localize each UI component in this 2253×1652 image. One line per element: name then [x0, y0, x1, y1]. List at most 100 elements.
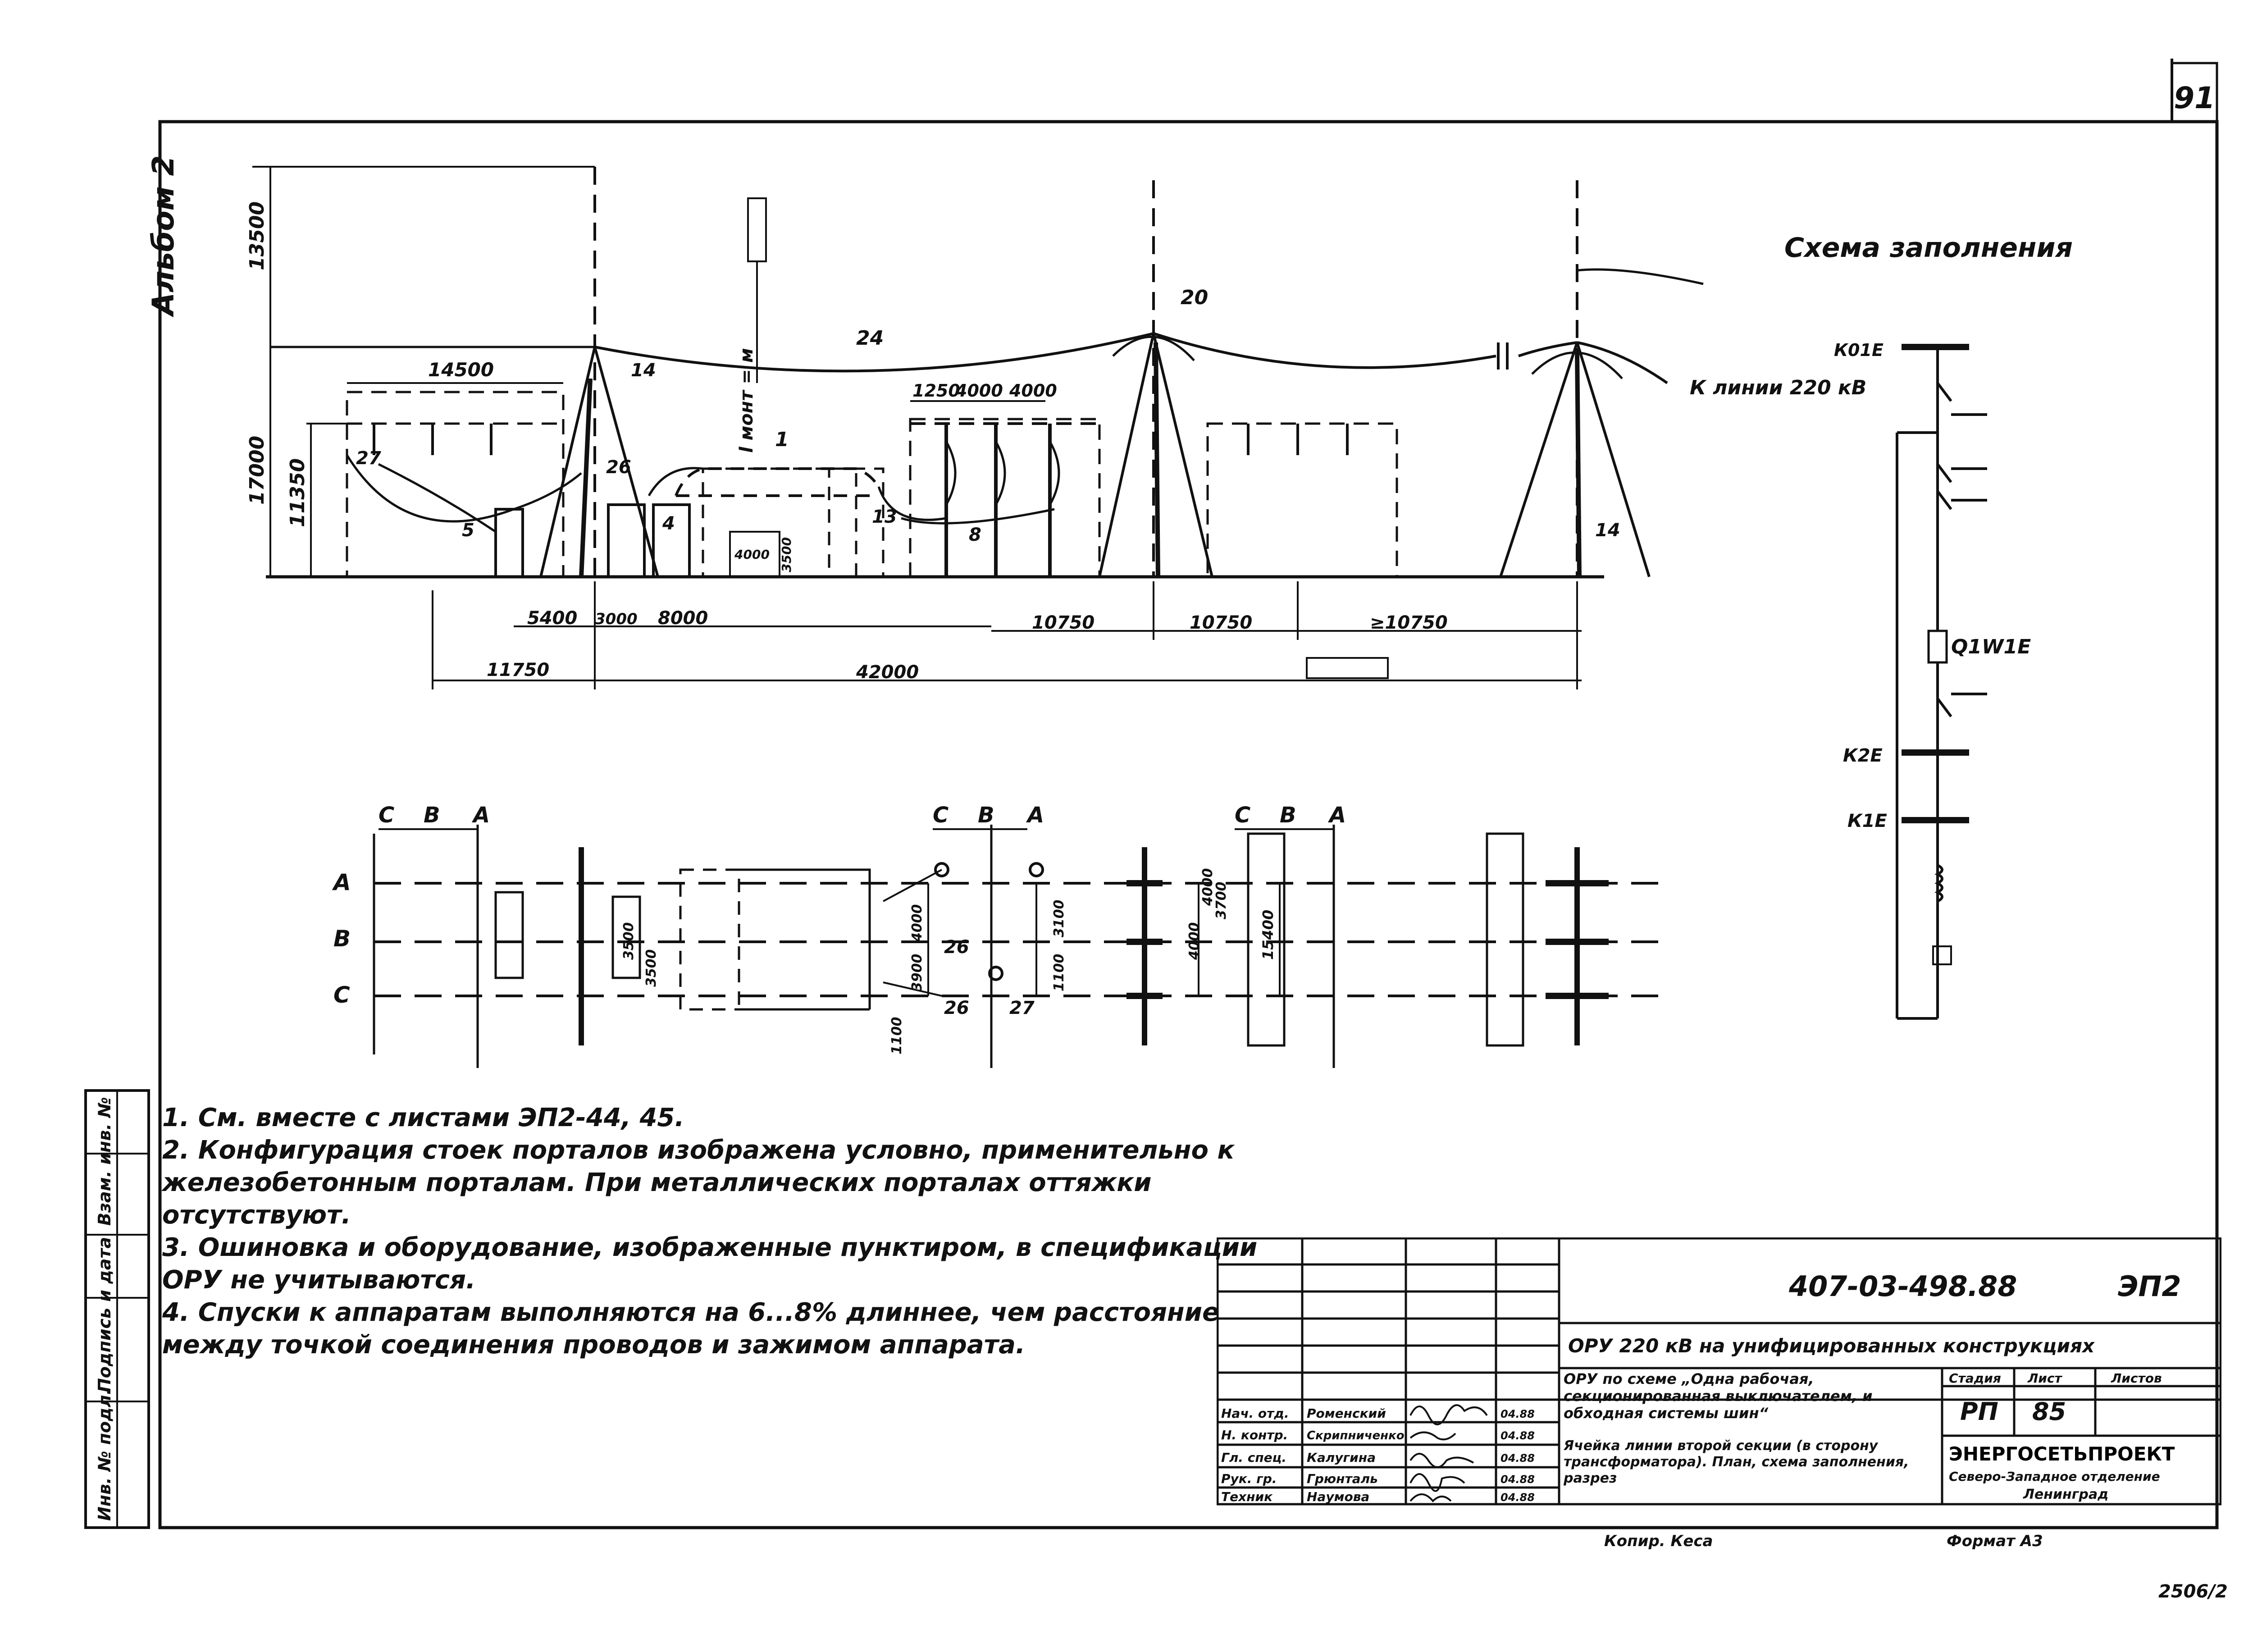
callout-1: 1: [775, 428, 789, 451]
copied-label: Копир. Кеса: [1604, 1532, 1713, 1550]
mount-label: l монт = м: [736, 348, 757, 453]
plan-dim-1: 3500: [643, 949, 659, 987]
plan-view: [373, 825, 1667, 1068]
scheme-label-q1w1e: Q1W1E: [1951, 635, 2031, 658]
callout-14-right: 14: [1595, 520, 1620, 541]
plan-group1-b: В: [424, 803, 440, 828]
dim-11750: 11750: [487, 660, 549, 680]
callout-26: 26: [606, 457, 631, 478]
project-title: ОРУ 220 кВ на унифицированных конструкци…: [1568, 1335, 2095, 1357]
fill-scheme-labels: Схема заполнения К01Е Q1W1E К2Е К1Е: [1784, 232, 2073, 831]
staff-name-3: Грюнталь: [1307, 1471, 1378, 1486]
dim-14500: 14500: [428, 359, 494, 381]
callout-13: 13: [872, 507, 897, 527]
staff-role-1: Н. контр.: [1221, 1428, 1288, 1442]
dim-11350: 11350: [286, 458, 309, 527]
dim-10750-c: ≥10750: [1370, 612, 1448, 633]
callout-20: 20: [1181, 286, 1208, 309]
staff-name-1: Скрипниченко: [1307, 1429, 1405, 1442]
note-3: 3. Ошиновка и оборудование, изображенные…: [162, 1233, 1258, 1295]
description-box: ОРУ по схеме „Одна рабочая, секционирова…: [1564, 1370, 1873, 1422]
dim-1250: 1250: [912, 381, 960, 401]
plan-group3-a: А: [1327, 803, 1346, 828]
org-branch: Северо-Западное отделение: [1949, 1469, 2160, 1484]
sheets-header: Листов: [2111, 1371, 2162, 1386]
plan-group1-a: А: [471, 803, 490, 828]
format-label: Формат А3: [1947, 1532, 2043, 1550]
elevation-view: [252, 166, 1704, 689]
description: ОРУ по схеме „Одна рабочая, секционирова…: [1564, 1370, 1873, 1422]
dim-4000-a: 4000: [955, 381, 1003, 401]
plan-dim-8: 4000: [1200, 868, 1216, 907]
frame: [84, 59, 2219, 1529]
org-name: ЭНЕРГОСЕТЬПРОЕКТ: [1949, 1443, 2175, 1465]
staff-role-3: Рук. гр.: [1221, 1471, 1277, 1486]
callout-5: 5: [462, 520, 474, 541]
title-block: 407-03-498.88 ЭП2 ОРУ 220 кВ на унифицир…: [1217, 1237, 2221, 1506]
plan-dim-7: 4000: [1186, 922, 1202, 961]
staff-role-2: Гл. спец.: [1221, 1450, 1286, 1465]
plan-dim-10: 15400: [1259, 910, 1277, 960]
signatures: [1409, 1404, 1488, 1502]
side-stamp-replace: Взам. инв. №: [95, 1097, 114, 1226]
callout-14-left: 14: [631, 360, 656, 381]
scheme-label-k1e: К1Е: [1847, 811, 1887, 831]
dim-10750-b: 10750: [1190, 612, 1252, 633]
elevation-labels: 13500 17000 11350 l монт = м 14500 1250 …: [246, 201, 1866, 683]
dim-small-3500: 3500: [779, 537, 794, 572]
scheme-title: Схема заполнения: [1784, 232, 2073, 264]
plan-dim-9: 3700: [1213, 882, 1229, 920]
callout-8: 8: [969, 525, 981, 545]
plan-dim-5: 1100: [1051, 954, 1067, 992]
staff-date-0: 04.88: [1500, 1408, 1535, 1420]
side-stamp-sign: Подпись и дата: [95, 1237, 114, 1392]
dim-13500: 13500: [246, 201, 269, 270]
dim-small-4000: 4000: [734, 547, 770, 562]
staff-name-2: Калугина: [1307, 1450, 1376, 1465]
stage-value: РП: [1960, 1397, 1998, 1426]
dim-8000: 8000: [658, 608, 708, 629]
staff-date-1: 04.88: [1500, 1429, 1535, 1442]
album-label: Альбом 2: [146, 155, 181, 318]
plan-callout-26a: 26: [944, 937, 969, 958]
drawing-title: Ячейка линии второй секции (в сторону тр…: [1564, 1438, 1909, 1486]
staff-name-0: Роменский: [1307, 1406, 1386, 1421]
plan-dim-3: 3900: [909, 954, 925, 992]
plan-callout-26b: 26: [944, 998, 969, 1018]
plan-group2-a: А: [1026, 803, 1044, 828]
note-4: 4. Спуски к аппаратам выполняются на 6..…: [162, 1298, 1219, 1360]
scheme-label-k2e: К2Е: [1843, 745, 1883, 766]
sheet-code: ЭП2: [2118, 1270, 2181, 1303]
dim-3000: 3000: [595, 610, 638, 628]
org-city: Ленинград: [2023, 1487, 2108, 1502]
staff-date-4: 04.88: [1500, 1491, 1535, 1504]
drawing-title-box: Ячейка линии второй секции (в сторону тр…: [1564, 1438, 1909, 1486]
dim-5400: 5400: [527, 608, 577, 629]
doc-code: 407-03-498.88: [1788, 1270, 2017, 1303]
plan-group1-c: С: [379, 803, 394, 828]
page-number: 91: [2174, 81, 2215, 115]
note-2: 2. Конфигурация стоек порталов изображен…: [162, 1136, 1235, 1230]
line-label: К линии 220 кВ: [1690, 376, 1866, 399]
staff-date-3: 04.88: [1500, 1473, 1535, 1486]
side-stamp-inv: Инв. № подл.: [95, 1388, 114, 1521]
sheet-value: 85: [2032, 1397, 2066, 1426]
callout-27: 27: [356, 448, 381, 469]
plan-dim-4: 3100: [1051, 900, 1067, 938]
plan-dim-0: 3500: [621, 922, 637, 960]
plan-row-b: В: [333, 926, 351, 952]
callout-4: 4: [662, 513, 675, 534]
dim-4000-b: 4000: [1009, 381, 1057, 401]
staff-role-0: Нач. отд.: [1221, 1406, 1289, 1421]
plan-row-c: С: [333, 982, 350, 1008]
plan-group3-b: В: [1280, 803, 1296, 828]
plan-dim-2: 4000: [909, 904, 925, 943]
stage-header: Стадия: [1949, 1371, 2001, 1386]
plan-dim-6: 1100: [889, 1017, 905, 1055]
sheet-header: Лист: [2027, 1371, 2062, 1386]
staff-name-4: Наумова: [1307, 1489, 1369, 1504]
notes-block: 1. См. вместе с листами ЭП2-44, 45. 2. К…: [162, 1102, 1266, 1361]
staff-date-2: 04.88: [1500, 1452, 1535, 1465]
plan-group2-b: В: [978, 803, 994, 828]
